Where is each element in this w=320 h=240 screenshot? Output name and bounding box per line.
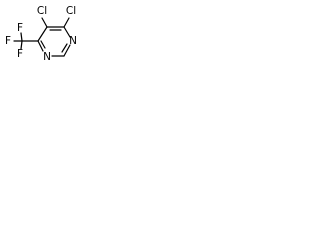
structure-diagram: Cl Cl N N F F F xyxy=(5,5,77,63)
bond-n1-c2-inner xyxy=(61,43,68,53)
bond-c5-cl xyxy=(41,17,48,28)
bonds xyxy=(13,17,71,57)
bond-cf3-f-top xyxy=(20,32,23,42)
atom-cl-left: Cl xyxy=(37,5,47,17)
atom-n-right: N xyxy=(69,35,77,47)
atom-labels: Cl Cl N N F F F xyxy=(5,5,77,63)
bond-c6-n1 xyxy=(63,26,71,38)
atom-f-bottom: F xyxy=(17,48,23,60)
bond-n3-c4 xyxy=(37,40,44,52)
bond-c6-cl xyxy=(63,17,70,28)
atom-n-bottom: N xyxy=(43,51,51,63)
atom-f-top: F xyxy=(17,22,23,34)
bond-c4-c5 xyxy=(37,26,48,42)
bond-n3-c4-inner xyxy=(40,40,46,49)
atom-cl-right: Cl xyxy=(66,5,76,17)
bond-cf3-f-bottom xyxy=(20,40,23,50)
atom-f-left: F xyxy=(5,35,11,47)
bond-n1-c2 xyxy=(63,44,71,57)
